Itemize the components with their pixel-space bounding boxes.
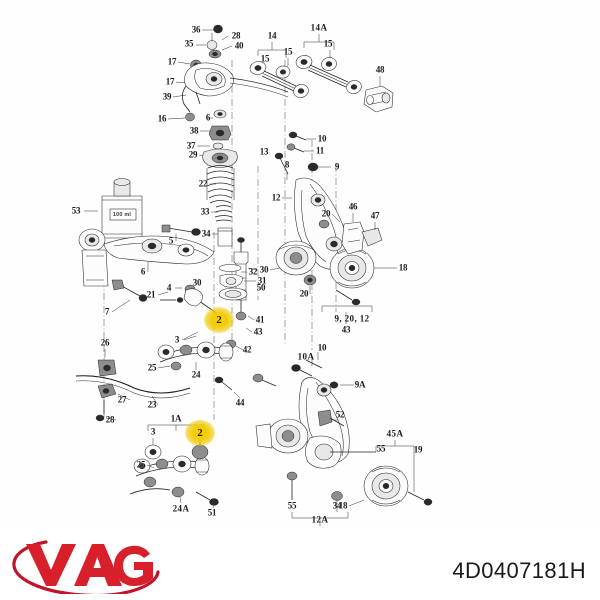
callout-16: 16: [157, 113, 167, 124]
callout-15: 15: [323, 38, 333, 49]
callout-9A: 9A: [354, 379, 366, 390]
callout-3: 3: [174, 334, 180, 345]
callout-51: 51: [207, 507, 217, 518]
callout-23: 23: [147, 399, 157, 410]
callout-26: 26: [100, 337, 110, 348]
callout-28: 28: [105, 414, 115, 425]
callout-3: 3: [150, 426, 156, 437]
callout-50: 50: [256, 282, 266, 293]
strut-spring-column: [197, 109, 259, 333]
callout-6: 6: [205, 112, 211, 123]
highlighted-part-marker: 2: [204, 307, 234, 333]
callout-8: 8: [284, 159, 290, 170]
callout-53: 53: [71, 205, 81, 216]
upper-arm-cluster-top-left: [167, 24, 289, 122]
steering-rack-upper: [157, 335, 234, 371]
highlighted-part-label: 2: [216, 313, 222, 326]
callout-11: 11: [315, 145, 325, 156]
callout-35: 35: [184, 38, 194, 49]
callout-17: 17: [165, 76, 175, 87]
callout-1A: 1A: [170, 413, 182, 424]
misc-fasteners: [252, 373, 277, 387]
callout-31: 31: [257, 275, 267, 286]
callout-32: 32: [248, 266, 258, 277]
vag-logo: [12, 540, 160, 594]
upper-control-arm-14: [249, 42, 309, 98]
exploded-diagram-drawing: [75, 24, 433, 526]
callout-46: 46: [348, 201, 358, 212]
callout-34: 34: [332, 500, 342, 511]
callout-10: 10: [317, 342, 327, 353]
fluid-reservoir-53: [84, 178, 143, 239]
callout-33: 33: [200, 206, 210, 217]
callout-55: 55: [376, 443, 386, 454]
reservoir-volume-label: 100 ml: [112, 212, 132, 218]
callout-47: 47: [370, 210, 380, 221]
callout-27: 27: [117, 394, 127, 405]
callout-40: 40: [234, 40, 244, 51]
callout-13: 13: [259, 146, 269, 157]
callout-10A: 10A: [297, 351, 315, 362]
callout-24: 24: [191, 369, 201, 380]
highlighted-part-label: 2: [197, 426, 203, 439]
callout-19: 19: [413, 444, 423, 455]
callout-25: 25: [136, 459, 146, 470]
knuckle-assembly-lower: [255, 352, 433, 526]
callout-45A: 45A: [386, 428, 404, 439]
callout-41: 41: [255, 314, 265, 325]
callout-12A: 12A: [311, 514, 329, 525]
knuckle-assembly-upper: [269, 177, 397, 324]
callout-37: 37: [186, 140, 196, 151]
part-number-label: 4D0407181H: [452, 558, 586, 583]
callout-55: 55: [287, 500, 297, 511]
callout-20: 20: [321, 208, 331, 219]
callout-18: 18: [338, 500, 348, 511]
small-rod-5: [161, 224, 201, 241]
callout-18: 18: [398, 262, 408, 273]
callout-17: 17: [167, 56, 177, 67]
callout-44: 44: [235, 397, 245, 408]
callout-24A: 24A: [172, 503, 190, 514]
callout-42: 42: [242, 344, 252, 355]
callout-9: 9: [334, 161, 340, 172]
callout-52: 52: [335, 409, 345, 420]
stabilizer-bar-23: [75, 349, 191, 422]
callout-9-20-12: 9, 20, 12: [334, 313, 370, 324]
callout-29: 29: [188, 149, 198, 160]
bracket-plate-48: [363, 76, 394, 113]
callout-4: 4: [166, 282, 172, 293]
callout-15: 15: [260, 53, 270, 64]
fastener-group-right: [274, 131, 331, 180]
callout-38: 38: [189, 125, 199, 136]
callout-5: 5: [168, 235, 174, 246]
callout-43: 43: [253, 326, 263, 337]
bracket-46-47: [318, 213, 383, 255]
callout-34: 34: [201, 228, 211, 239]
callout-48: 48: [375, 64, 385, 75]
callout-7: 7: [104, 306, 110, 317]
callout-30: 30: [259, 264, 269, 275]
callout-39: 39: [162, 91, 172, 102]
callout-12: 12: [271, 192, 281, 203]
callout-43: 43: [341, 324, 351, 335]
callout-10: 10: [317, 133, 327, 144]
callout-28: 28: [231, 30, 241, 41]
callout-20: 20: [299, 288, 309, 299]
callout-14A: 14A: [310, 22, 328, 33]
callout-15: 15: [283, 46, 293, 57]
callout-30: 30: [192, 277, 202, 288]
footer-bar: 4D0407181H: [0, 530, 600, 600]
callout-25: 25: [147, 362, 157, 373]
highlighted-part-marker: 2: [185, 420, 215, 446]
steering-rack-1a: [129, 424, 219, 509]
callout-21: 21: [146, 289, 156, 300]
callout-6: 6: [140, 266, 146, 277]
callout-22: 22: [198, 178, 208, 189]
callout-14: 14: [267, 30, 277, 41]
upper-control-arm-14a: [295, 34, 362, 94]
callout-36: 36: [191, 24, 201, 35]
